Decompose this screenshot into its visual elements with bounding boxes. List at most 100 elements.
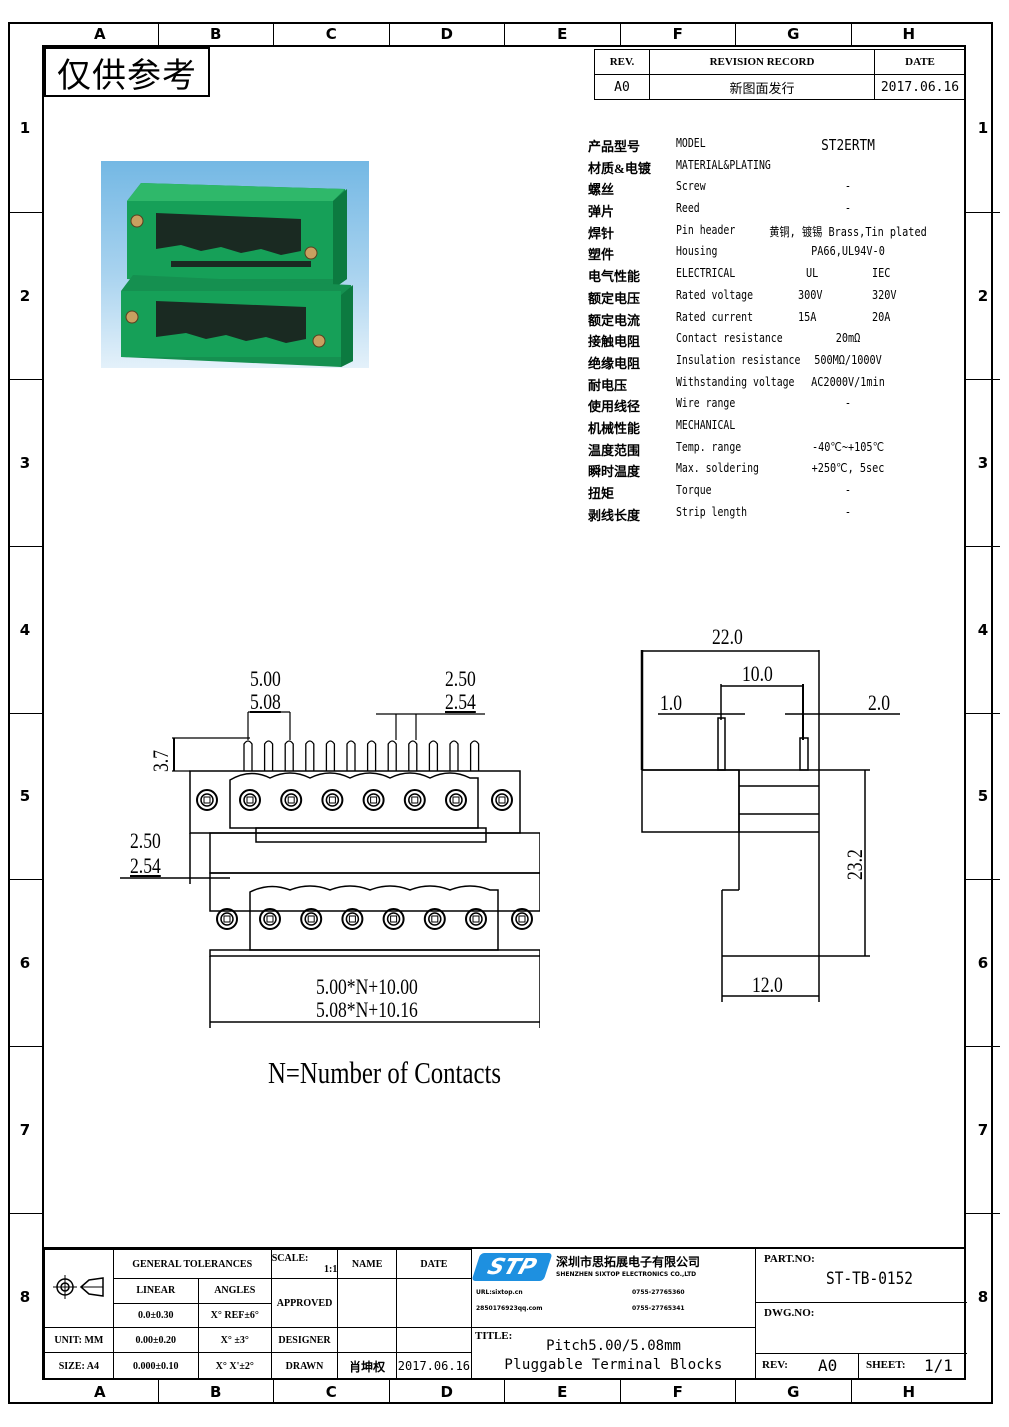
mounting-screw xyxy=(491,789,513,811)
spec-value: AC2000V/1min xyxy=(811,374,885,389)
column-header-h: H xyxy=(850,1380,967,1403)
pin xyxy=(387,740,397,771)
revision-record-header: REVISION RECORD xyxy=(649,49,875,75)
spec-label-zh: 螺丝 xyxy=(588,182,615,198)
terminal-holes xyxy=(196,789,533,930)
side-view-drawing xyxy=(640,650,900,1002)
spec-value: PA66,UL94V-0 xyxy=(811,244,885,259)
row-header-2: 2 xyxy=(8,211,42,379)
side-pin-spacing-dim: 10.0 xyxy=(742,661,773,686)
front-view-drawing xyxy=(120,711,540,1028)
terminal-screw xyxy=(341,908,364,930)
column-header-f: F xyxy=(619,22,736,45)
pin xyxy=(469,740,480,771)
drawn-label: DRAWN xyxy=(270,1352,339,1380)
terminal-screw xyxy=(300,908,323,930)
spec-label-en: Contact resistance xyxy=(676,331,783,346)
scale-label: SCALE: xyxy=(271,1253,309,1265)
title-line-1: Pitch5.00/5.08mm xyxy=(546,1338,681,1354)
row-header-8: 8 xyxy=(966,1213,1000,1380)
header-body-lower xyxy=(209,872,540,912)
angle-tol-1: X° REF±6° xyxy=(197,1302,272,1329)
drawn-name: 肖坤权 xyxy=(337,1352,397,1380)
spec-label-zh: 材质&电镀 xyxy=(588,160,651,176)
row-header-3: 3 xyxy=(8,378,42,546)
row-header-6: 6 xyxy=(8,879,42,1046)
date-header: DATE xyxy=(395,1248,473,1280)
company-info: STP 深圳市思拓展电子有限公司 SHENZHEN SIXTOP ELECTRO… xyxy=(471,1249,755,1327)
column-header-e: E xyxy=(504,22,620,45)
spec-value: - xyxy=(844,504,852,519)
row-header-1: 1 xyxy=(19,119,31,138)
spec-label-zh: 产品型号 xyxy=(588,139,641,154)
pitch-dim-b: 5.08 xyxy=(250,689,281,714)
column-header-h: H xyxy=(850,22,967,45)
spec-label-zh: 塑件 xyxy=(588,247,615,263)
angle-tol-3: X° X'±2° xyxy=(197,1352,272,1380)
offset-dim-b: 2.54 xyxy=(130,853,161,878)
company-email: 2850176923qq.com xyxy=(476,1305,543,1312)
row-header-4: 4 xyxy=(966,545,1000,713)
spec-value: - xyxy=(844,483,852,497)
spec-label-en: MODEL xyxy=(676,136,706,150)
column-header-a: A xyxy=(93,24,106,43)
revision-date: 2017.06.16 xyxy=(874,74,966,100)
column-header-d: D xyxy=(388,1380,505,1403)
size-label: SIZE: A4 xyxy=(44,1352,114,1380)
row-header-4: 4 xyxy=(8,545,42,713)
spec-label-en: Withstanding voltage xyxy=(676,374,795,389)
column-header-b: B xyxy=(157,22,274,45)
side-base-width-dim: 12.0 xyxy=(752,972,783,997)
title-cell: TITLE: Pitch5.00/5.08mm Pluggable Termin… xyxy=(472,1327,755,1379)
spec-label-zh: 耐电压 xyxy=(588,377,628,393)
rev-label: REV: xyxy=(762,1359,788,1371)
spec-label-en: MATERIAL&PLATING xyxy=(676,157,771,172)
company-fax: 0755-27765341 xyxy=(632,1305,685,1312)
sheet-value: 1/1 xyxy=(924,1356,953,1375)
rev-header: REV. xyxy=(594,49,650,75)
title-line-2: Pluggable Terminal Blocks xyxy=(504,1357,723,1373)
pin xyxy=(325,740,336,771)
linear-tol-1: 0.0±0.30 xyxy=(112,1302,199,1329)
spec-value-iec: 20A xyxy=(872,309,891,324)
date-header: DATE xyxy=(874,49,966,75)
spec-value: 20mΩ xyxy=(835,331,861,346)
column-header-e: E xyxy=(504,1380,620,1403)
designer-date xyxy=(395,1327,473,1354)
spec-value: - xyxy=(844,201,852,216)
title-block-top-border xyxy=(44,1247,966,1249)
part-info: PART.NO: ST-TB-0152 DWG.NO: REV: A0 SHEE… xyxy=(755,1249,967,1380)
terminal-screw xyxy=(403,789,426,811)
spec-value-iec: IEC xyxy=(872,266,891,281)
pin xyxy=(366,740,377,771)
length-dim-a: 5.00*N+10.00 xyxy=(316,974,418,999)
sheet-cell: SHEET: 1/1 xyxy=(860,1354,967,1380)
designer-name xyxy=(337,1327,397,1354)
spec-label-zh: 瞬时温度 xyxy=(588,464,641,480)
part-no-label: PART.NO: xyxy=(764,1253,815,1265)
spec-label-en: Torque xyxy=(676,483,712,497)
third-angle-projection-icon xyxy=(52,1275,104,1300)
spec-value: UL xyxy=(806,266,819,281)
terminal-screw xyxy=(423,908,446,930)
designer-label: DESIGNER xyxy=(270,1327,339,1354)
general-tolerances-label: GENERAL TOLERANCES xyxy=(112,1248,272,1280)
terminal-screw xyxy=(445,789,467,811)
spec-label-zh: 额定电流 xyxy=(588,312,641,328)
terminal-screw xyxy=(280,789,303,811)
company-url: URL:sixtop.cn xyxy=(476,1289,523,1296)
row-header-6: 6 xyxy=(966,879,1000,1046)
spec-label-en: Insulation resistance xyxy=(676,352,801,367)
row-header-2: 2 xyxy=(966,211,1000,379)
terminal-screw xyxy=(259,908,281,930)
side-height-dim: 23.2 xyxy=(842,849,867,880)
pin xyxy=(284,740,294,771)
half-pitch-dim-a: 2.50 xyxy=(445,666,476,691)
half-pitch-dim-b: 2.54 xyxy=(445,689,476,714)
column-header-c: C xyxy=(273,22,389,45)
pin xyxy=(305,740,315,771)
scale-value: 1:1 xyxy=(324,1264,338,1276)
spec-value: 黄铜, 镀锡 Brass,Tin plated xyxy=(769,224,927,239)
terminal-screw xyxy=(382,908,405,930)
spec-label-en: Pin header xyxy=(676,222,736,237)
